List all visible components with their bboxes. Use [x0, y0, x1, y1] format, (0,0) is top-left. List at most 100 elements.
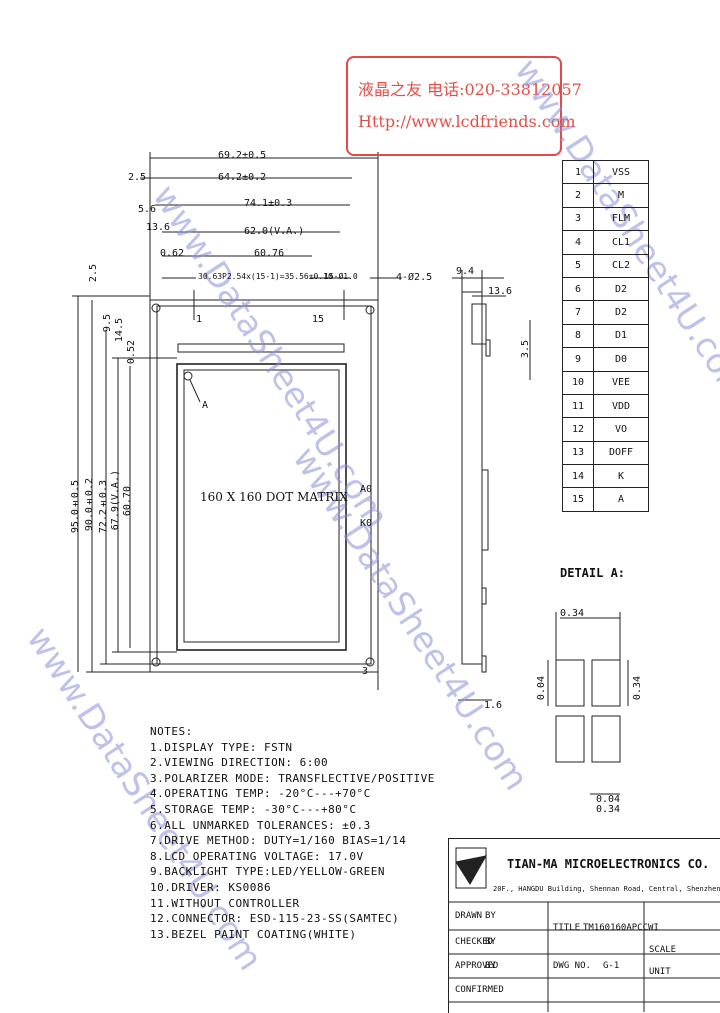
dot-matrix-label: 160 X 160 DOT MATRIX [200, 490, 348, 504]
note-item: 11.WITHOUT CONTROLLER [150, 896, 300, 910]
dimension-label: 13.6 [488, 286, 513, 297]
dimension-label: 2.5 [88, 264, 99, 283]
dimension-label: 72.2±0.3 [98, 480, 109, 534]
scale-label: SCALE [649, 945, 677, 955]
dimension-label: 0.04 [596, 794, 621, 805]
note-item: 7.DRIVE METHOD: DUTY=1/160 BIAS=1/14 [150, 834, 407, 848]
pin-signal: K [593, 464, 649, 489]
checked-by: BY [485, 937, 496, 947]
dimension-label: 3.5 [520, 340, 531, 359]
dimension-label: 9.4 [456, 266, 475, 277]
dimension-label: 30.63 [198, 272, 223, 281]
pin-number: 6 [562, 276, 594, 302]
dimension-label: 74.1±0.3 [244, 198, 293, 209]
dimension-label: 0.52 [126, 340, 137, 365]
dimension-label: 5.6 [138, 204, 157, 215]
dimension-label: 0.04 [536, 676, 547, 701]
note-item: 13.BEZEL PAINT COATING(WHITE) [150, 927, 357, 941]
dimension-label: P2.54x(15-1)=35.56±0.10 [222, 272, 333, 281]
pin-1-label: 1 [196, 314, 203, 325]
notes-heading: NOTES: [150, 725, 193, 738]
dimension-label: 2.5 [128, 172, 147, 183]
pin-number: 4 [562, 230, 594, 255]
pin-signal: CL1 [593, 230, 649, 255]
title-block: TIAN-MA MICROELECTRONICS CO. 20F., HANGD… [448, 838, 720, 1013]
pin-signal: M [593, 183, 649, 208]
dimension-label: 1.6 [484, 700, 503, 711]
drawn-label: DRAWN [455, 911, 483, 921]
pin-signal: D1 [593, 323, 649, 349]
pin-signal: VO [593, 417, 649, 442]
pin-number: 12 [562, 417, 594, 442]
dimension-label: 64.2±0.2 [218, 172, 267, 183]
pin-number: 10 [562, 370, 594, 395]
pin-signal: D0 [593, 347, 649, 372]
dimension-label: 67.9(V.A.) [110, 470, 121, 531]
dimension-label: 95.0±0.5 [70, 480, 81, 534]
dimension-label: 62.0(V.A.) [244, 226, 305, 237]
note-item: 5.STORAGE TEMP: -30°C---+80°C [150, 802, 357, 816]
dimension-label: 90.0±0.2 [84, 478, 95, 532]
dwg-no-value: G-1 [603, 961, 620, 971]
dimension-label: 4-Ø2.5 [396, 272, 433, 283]
note-item: 9.BACKLIGHT TYPE:LED/YELLOW-GREEN [150, 865, 386, 879]
pin-number: 9 [562, 347, 594, 372]
pin-signal: FLM [593, 206, 649, 232]
title-label: TITLE [553, 923, 581, 933]
pin-number: 1 [562, 159, 594, 185]
cathode-label: K0 [360, 518, 373, 529]
pin-signal: D2 [593, 276, 649, 302]
company-address: 20F., HANGDU Building, Shennan Road, Cen… [493, 885, 720, 893]
stamp-contact-line: 液晶之友 电话:020-33812057 [358, 80, 582, 99]
pin-number: 13 [562, 440, 594, 466]
detail-a-marker: A [202, 400, 209, 411]
note-item: 3.POLARIZER MODE: TRANSFLECTIVE/POSITIVE [150, 771, 435, 785]
dwg-no-label: DWG NO. [553, 961, 591, 971]
pin-number: 3 [562, 206, 594, 232]
pin-number: 2 [562, 183, 594, 208]
note-item: 6.ALL UNMARKED TOLERANCES: ±0.3 [150, 818, 371, 832]
pin-signal: VEE [593, 370, 649, 395]
approved-label: APPROVED [455, 961, 499, 971]
pin-number: 15 [562, 487, 594, 512]
pin-15-label: 15 [312, 314, 325, 325]
pin-number: 5 [562, 253, 594, 278]
watermark-stamp: 液晶之友 电话:020-33812057 Http://www.lcdfrien… [346, 56, 582, 156]
dimension-label: 9.5 [102, 314, 113, 333]
pin-signal: CL2 [593, 253, 649, 278]
dimension-label: 0.34 [560, 608, 585, 619]
title-value: TM160160APCCWI [583, 923, 659, 933]
checked-label: CHECKED [455, 937, 493, 947]
note-item: 2.VIEWING DIRECTION: 6:00 [150, 756, 329, 770]
notes-block: NOTES: 1.DISPLAY TYPE: FSTN 2.VIEWING DIR… [150, 724, 435, 942]
confirmed-label: CONFIRMED [455, 985, 504, 995]
dimension-label: 3 [362, 666, 369, 677]
note-item: 1.DISPLAY TYPE: FSTN [150, 740, 293, 754]
dimension-label: 0.62 [160, 248, 185, 259]
dimension-label: 15-Ø1.0 [324, 272, 358, 281]
dimension-label: 69.2±0.5 [218, 150, 267, 161]
dimension-label: 60.76 [254, 248, 285, 259]
unit-label: UNIT [649, 967, 671, 977]
pin-signal: A [593, 487, 649, 512]
pin-number: 11 [562, 393, 594, 419]
approved-by: BY [485, 961, 496, 971]
anode-label: A0 [360, 484, 373, 495]
note-item: 12.CONNECTOR: ESD-115-23-SS(SAMTEC) [150, 912, 400, 926]
dimension-label: 0.34 [632, 676, 643, 701]
